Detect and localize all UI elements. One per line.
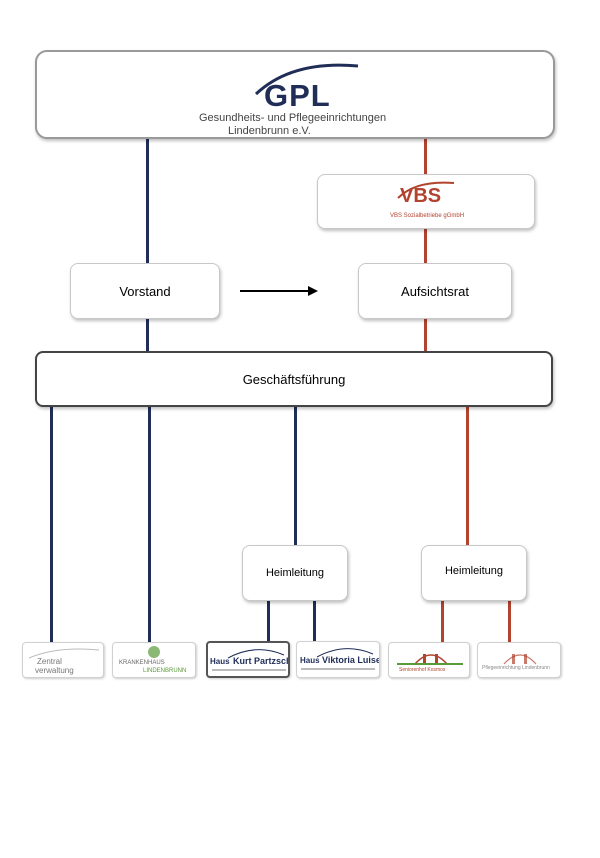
line-aufsichtsrat-gf [424,318,427,351]
leaf-roof-icon [316,648,374,658]
haus-kurt-prefix: Haus [210,657,230,666]
gpl-logo-text: GPL [264,78,331,113]
heimleitung-box-2: Heimleitung [421,545,527,601]
gpl-swoosh-icon [254,63,359,96]
krankenhaus-line2: LINDENBRUNN [143,668,187,674]
aufsichtsrat-box: Aufsichtsrat [358,263,512,319]
leaf-gate-icon [414,654,448,665]
heimleitung-label-1: Heimleitung [265,567,325,579]
seniorenhof-logo: Seniorenhof Kosmos [388,642,470,678]
krankenhaus-logo: KRANKENHAUS LINDENBRUNN [112,642,196,678]
arrow-right-icon [240,286,318,296]
line-gf-heimleitung-1 [294,406,297,545]
gpl-name-line1: Gesundheits- und Pflegeeinrichtungen [199,112,387,124]
line-heimleitung-senioren [441,600,444,642]
line-gpl-vorstand [146,139,149,264]
heimleitung-box-1: Heimleitung [242,545,348,601]
vbs-subtitle: VBS Sozialbetriebe gGmbH [390,213,465,219]
haus-viktoria-subline [301,668,375,670]
pflegeeinrichtung-label: Pflegeeinrichtung Lindenbrunn [482,665,550,671]
line-heimleitung-viktoria [313,600,316,642]
vbs-logo-text: VBS [400,185,442,207]
vorstand-label: Vorstand [119,283,171,299]
vbs-swoosh-icon [397,181,455,199]
geschaeftsfuehrung-box: Geschäftsführung [35,351,553,407]
leaf-swoosh-icon [28,648,100,659]
haus-viktoria-name: Viktoria Luise [322,655,380,665]
line-gf-zentral [50,406,53,642]
haus-kurt-subline [212,669,286,671]
krankenhaus-line1: KRANKENHAUS [119,660,165,666]
line-heimleitung-pflege [508,600,511,642]
line-gpl-vbs [424,139,427,174]
gpl-name-line2: Lindenbrunn e.V. [228,125,311,137]
line-gf-krankenhaus [148,406,151,642]
haus-kurt-partzsch-logo: Haus Kurt Partzsch [206,641,290,678]
seniorenhof-bar [397,663,463,665]
haus-kurt-name: Kurt Partzsch [233,656,290,666]
aufsichtsrat-label: Aufsichtsrat [401,283,469,299]
leaf-roof-icon [227,649,285,659]
zentralverwaltung-logo: Zentral verwaltung [22,642,104,678]
heimleitung-label-2: Heimleitung [444,565,504,577]
haus-viktoria-luise-logo: Haus Viktoria Luise [296,641,380,678]
leaf-gate-icon [503,654,537,665]
pflegeeinrichtung-logo: Pflegeeinrichtung Lindenbrunn [477,642,561,678]
seniorenhof-label: Seniorenhof Kosmos [399,667,446,673]
vorstand-box: Vorstand [70,263,220,319]
zentral-line2: verwaltung [35,666,74,675]
leaf-tree-icon [148,646,160,658]
zentral-line1: Zentral [37,657,62,666]
gpl-header-box: GPL Gesundheits- und Pflegeeinrichtungen… [35,50,555,139]
haus-viktoria-prefix: Haus [300,656,320,665]
geschaeftsfuehrung-label: Geschäftsführung [242,371,346,387]
vbs-box: VBS VBS Sozialbetriebe gGmbH [317,174,535,229]
line-vbs-aufsichtsrat [424,229,427,263]
line-vorstand-gf [146,318,149,351]
line-heimleitung-kurt [267,600,270,642]
line-gf-heimleitung-2 [466,406,469,545]
